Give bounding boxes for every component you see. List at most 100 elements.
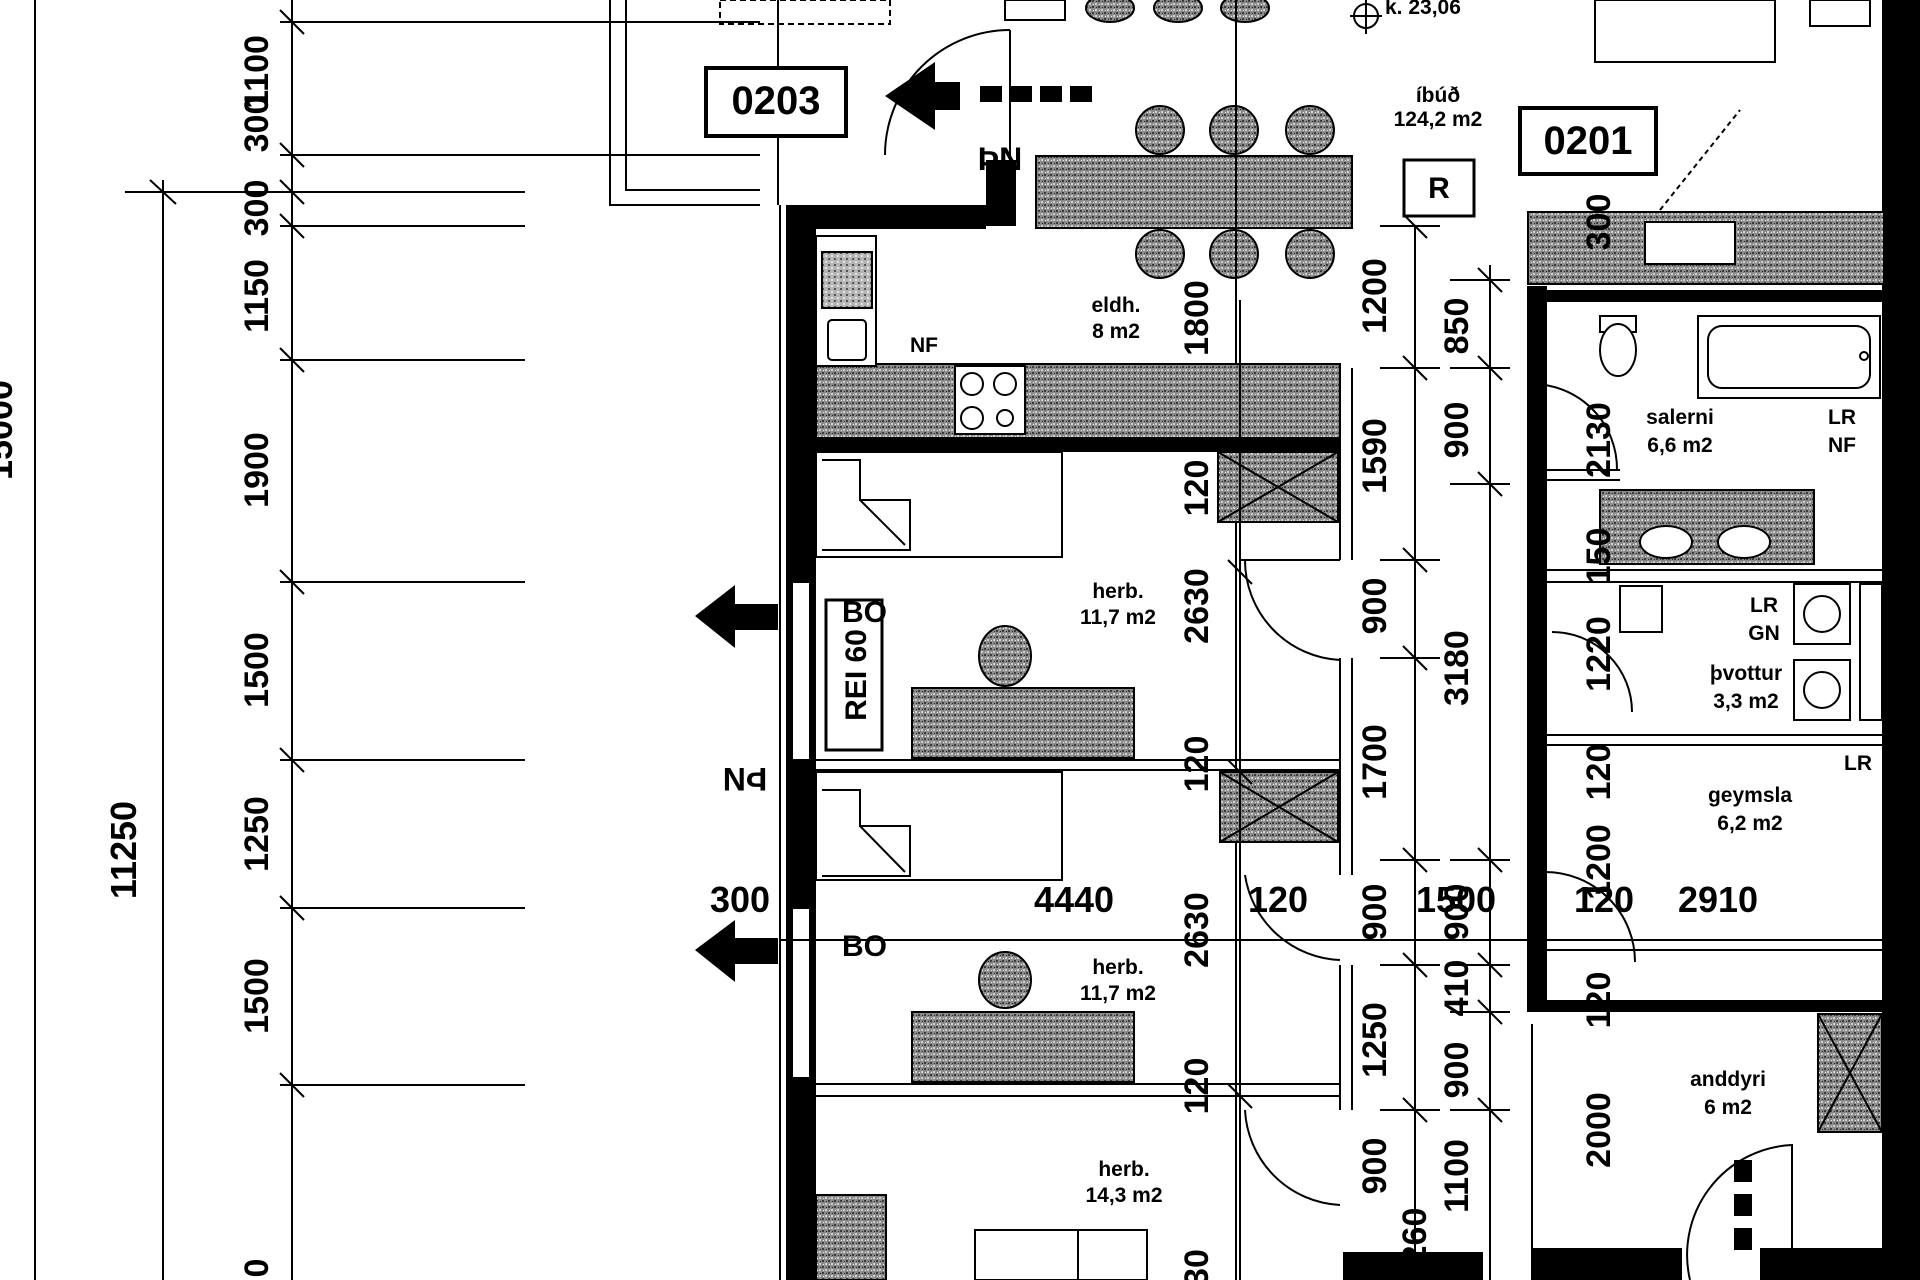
dim-260: 260 [1396,1208,1434,1265]
laundry-sink [1619,585,1663,633]
chair-1 [978,625,1032,687]
room-storage-name: geymsla [1708,784,1792,807]
dim-1220: 1220 [1580,616,1618,692]
dining-table [1035,155,1353,229]
bed-2 [815,771,1063,881]
stove-burners [960,372,1017,430]
svg-text:0201: 0201 [1544,119,1633,163]
col-c-dimensions: 850 900 3180 900 410 900 1100 [1438,298,1476,1213]
sink-icon [815,235,877,367]
vanity-counter [1599,489,1815,565]
dim-300a: 300 [238,96,276,153]
unit-tag-0201[interactable]: 0201 [1518,106,1658,176]
room-storage-area: 6,2 m2 [1717,812,1782,835]
tag-lr-bath: LR [1828,406,1856,429]
dim-900-c2: 900 [1438,884,1476,941]
tag-bo1: BO [842,596,887,629]
dim-120-k2: 120 [1178,736,1216,793]
room-bath-area: 6,6 m2 [1647,434,1712,457]
wardrobe-2 [1219,771,1339,843]
dim-1100-c: 1100 [1438,1139,1476,1213]
fixture-0201 [1809,0,1871,27]
dimension-lines-middle [780,213,1920,1280]
dim-1250-b: 1250 [1356,1002,1394,1078]
chair-2 [978,951,1032,1009]
dim-120-row: 120 [1248,879,1308,920]
room-laundry-name: þvottur [1710,662,1782,685]
sink-0201 [1644,221,1736,265]
room-kitchen-name: eldh. [1091,294,1140,317]
dim-2630-a: 2630 [1178,568,1216,644]
tag-nf-kitchen: NF [910,334,938,357]
dim-1500a: 1500 [238,632,276,708]
dim-900-b2: 900 [1356,884,1394,941]
washbasins [1639,525,1771,559]
room-kitchen-area: 8 m2 [1092,320,1140,343]
dim-0: 0 [238,1259,276,1278]
kitchen-column-dimensions: 1800 120 2630 120 2630 120 30 [1178,280,1216,1280]
dim-1800: 1800 [1178,280,1216,356]
tag-pn-left: ÞN [723,761,767,797]
room-bedroom1-name: herb. [1092,580,1143,603]
dim-900-b3: 900 [1356,1138,1394,1195]
bath-column-dimensions: 300 2130 150 1220 120 1200 120 2000 [1580,194,1618,1168]
door-swing-bedroom1 [1243,559,1341,661]
dim-150: 150 [1580,528,1618,585]
apartment-label: íbúð [1416,84,1460,107]
leader-line [1659,109,1741,211]
door-swing-laundry [1551,631,1633,713]
bed-3 [974,1229,1148,1280]
dim-1250: 1250 [238,796,276,872]
dim-120-bath2: 120 [1580,972,1618,1029]
level-mark-symbol [1350,0,1382,34]
left-dimension-chain [34,0,760,1280]
dim-900-c3: 900 [1438,1042,1476,1099]
row-dimension-labels: 300 4440 120 1500 120 2910 [710,879,1758,920]
r-box: R [1402,158,1476,218]
bathtub-icon [1697,315,1881,399]
escape-arrow-icon [695,585,778,982]
windows-west [791,581,811,1079]
tag-lr-storage: LR [1844,752,1872,775]
room-bedroom1-area: 11,7 m2 [1080,606,1156,629]
dim-1150: 1150 [238,259,276,333]
svg-text:R: R [1428,172,1450,205]
svg-text:REI 60: REI 60 [840,629,873,721]
entrance-dashes-0201 [1734,1160,1752,1250]
tag-gn-laundry: GN [1748,622,1780,645]
toilet-icon [1599,315,1637,377]
dim-2000: 2000 [1580,1092,1618,1168]
dim-2130: 2130 [1580,402,1618,478]
fire-rating-label: REI 60 [824,598,884,752]
room-entry-area: 6 m2 [1704,1096,1752,1119]
planters [1085,0,1270,23]
dim-total-cut: 15000 [0,380,20,480]
col-b-dimensions: 1200 1590 900 1700 900 1250 900 [1356,258,1394,1194]
bed-1 [815,451,1063,558]
dim-1200-bath: 1200 [1580,824,1618,900]
kitchen-counter [815,363,1341,439]
level-mark: k. 23,06 [1385,0,1461,19]
room-laundry-area: 3,3 m2 [1713,690,1778,713]
door-swing-bath [1531,383,1619,471]
washing-machines [1793,583,1883,721]
wardrobe-1 [1217,451,1339,523]
partition-lines [779,205,1920,1280]
dim-120-k1: 120 [1178,460,1216,517]
dim-1590: 1590 [1356,418,1394,494]
room-bedroom2-area: 11,7 m2 [1080,982,1156,1005]
dim-3180: 3180 [1438,630,1476,706]
tag-lr-laundry: LR [1750,594,1778,617]
dim-1100: 1100 [238,35,276,109]
wardrobe-entry [1817,1013,1883,1133]
door-swing-entry [884,29,1011,156]
unit-tag-0203[interactable]: 0203 [704,66,848,138]
apartment-area: 124,2 m2 [1394,108,1483,131]
dim-120-k3: 120 [1178,1058,1216,1115]
dim-900-c1: 900 [1438,402,1476,459]
dim-410: 410 [1438,960,1476,1017]
dim-1500-row: 1500 [1416,879,1496,920]
desk-1 [911,687,1135,759]
dim-850: 850 [1438,298,1476,355]
